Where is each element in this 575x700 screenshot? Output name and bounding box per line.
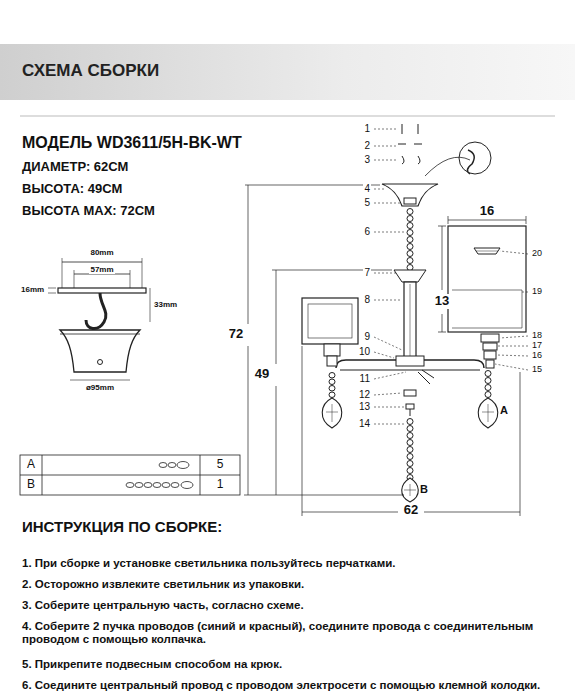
chain-link	[407, 244, 413, 250]
table-cell: 1	[217, 478, 224, 492]
spec-text: ВЫСОТА MAX: 72СМ	[22, 204, 155, 219]
callout-number: 14	[358, 418, 371, 430]
parts-table	[20, 455, 240, 495]
dimension: 16mm	[20, 285, 45, 294]
callout-number: 8	[363, 294, 371, 306]
chain-link	[407, 447, 413, 453]
callout-number: 9	[363, 331, 371, 343]
chain-link	[407, 468, 413, 474]
dimension: 72	[228, 327, 244, 342]
callout-number: 16	[531, 350, 543, 360]
spec-text: ДИАМЕТР: 62СМ	[22, 160, 128, 175]
model-name: МОДЕЛЬ WD3611/5H-BK-WT	[22, 134, 242, 152]
chain-link	[407, 251, 413, 257]
dimension: 16	[479, 204, 495, 219]
chain-link	[407, 223, 413, 229]
chain-link	[485, 371, 491, 377]
dimension: 13	[434, 294, 450, 309]
chain-link	[485, 378, 491, 384]
chain-link	[485, 392, 491, 398]
chain-link	[329, 392, 335, 398]
instruction-text: 1. При сборке и установке светильника по…	[22, 557, 562, 570]
chain-link	[407, 419, 413, 425]
table-cell: A	[27, 458, 35, 472]
pendant-label: B	[419, 483, 429, 496]
callout-number: 2	[363, 140, 371, 152]
callout-number: 4	[363, 183, 371, 195]
callout-number: 11	[359, 373, 371, 385]
chain-link	[329, 379, 335, 385]
chain-link	[407, 440, 413, 446]
instruction-text: 5. Прикрепите подвесным способом на крюк…	[22, 658, 562, 671]
callout-number: 10	[358, 346, 371, 358]
chain-link	[407, 209, 413, 215]
callout-number: 15	[531, 364, 543, 374]
dimension: 80mm	[89, 248, 114, 257]
dimension: 62	[403, 503, 419, 518]
callout-number: 7	[363, 267, 371, 279]
callout-number: 1	[363, 123, 371, 135]
callout-number: 5	[363, 197, 371, 209]
callout-number: 12	[358, 389, 371, 401]
title: СХЕМА СБОРКИ	[22, 61, 159, 81]
callout-number: 6	[363, 226, 371, 238]
chain-link	[329, 373, 335, 379]
separator-line	[20, 116, 555, 117]
chain-link	[485, 385, 491, 391]
dimension: 33mm	[153, 300, 178, 309]
chain-link	[407, 461, 413, 467]
chain-link	[407, 433, 413, 439]
callout-number: 18	[531, 330, 543, 340]
instruction-text: 3. Соберите центральную часть, согласно …	[22, 599, 562, 612]
chain-link	[407, 454, 413, 460]
instruction-text: 6. Соедините центральный провод с провод…	[22, 679, 562, 692]
table-cell: B	[27, 478, 35, 492]
callout-number: 17	[531, 340, 543, 350]
dimension-lines	[244, 185, 526, 516]
chain-link	[407, 237, 413, 243]
chain-link	[407, 230, 413, 236]
dimension: 57mm	[89, 265, 114, 274]
table-cell: 5	[217, 458, 224, 472]
instruction-text: 2. Осторожно извлеките светильник из упа…	[22, 578, 562, 591]
title-band: СХЕМА СБОРКИ	[0, 44, 575, 100]
chandelier	[302, 124, 526, 502]
leader-lines	[374, 129, 528, 424]
spec-text: ВЫСОТА: 49СМ	[22, 182, 122, 197]
pendant-sample	[126, 482, 193, 489]
chain-link	[407, 216, 413, 222]
pendant-label: A	[499, 404, 509, 417]
hook-bracket	[48, 258, 150, 329]
chain-link	[407, 426, 413, 432]
callout-number: 19	[531, 286, 543, 296]
chain-link	[407, 258, 413, 264]
callout-number: 3	[363, 154, 371, 166]
instruction-text: 4. Соберите 2 пучка проводов (синий и кр…	[22, 620, 562, 646]
instructions-heading: ИНСТРУКЦИЯ ПО СБОРКЕ:	[22, 518, 222, 535]
callout-number: 20	[531, 248, 543, 258]
chain-link	[329, 386, 335, 392]
callout-number: 13	[358, 401, 371, 413]
canopy-cup	[60, 330, 140, 380]
pendant-sample	[159, 462, 189, 469]
dimension: 49	[254, 367, 270, 382]
dimension: ø95mm	[85, 383, 115, 392]
